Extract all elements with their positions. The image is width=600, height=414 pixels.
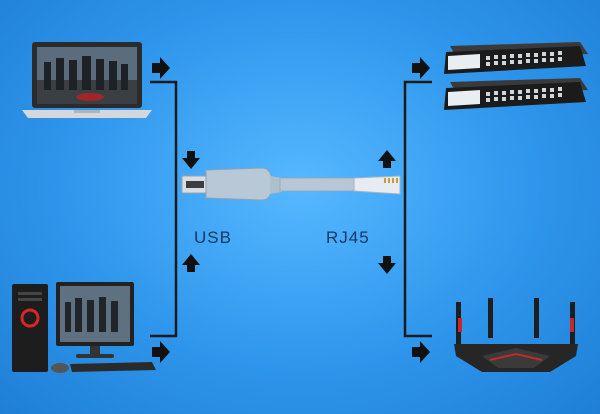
arrow-right-icon	[412, 57, 430, 79]
console-cable-icon	[181, 167, 401, 201]
arrow-up-icon	[182, 254, 200, 272]
rj45-label: RJ45	[326, 228, 370, 247]
arrow-right-icon	[152, 341, 170, 363]
arrow-up-icon	[378, 150, 396, 168]
arrow-down-icon	[182, 151, 200, 169]
desktop-pc-icon	[10, 278, 160, 378]
arrow-right-icon	[152, 57, 170, 79]
arrow-down-icon	[378, 256, 396, 274]
left-connector-line	[150, 80, 178, 338]
usb-label: USB	[194, 228, 232, 247]
laptop-icon	[22, 40, 152, 120]
network-switch-icon	[440, 40, 590, 118]
right-connector-line	[403, 80, 432, 338]
router-icon	[450, 296, 582, 378]
arrow-right-icon	[412, 341, 430, 363]
